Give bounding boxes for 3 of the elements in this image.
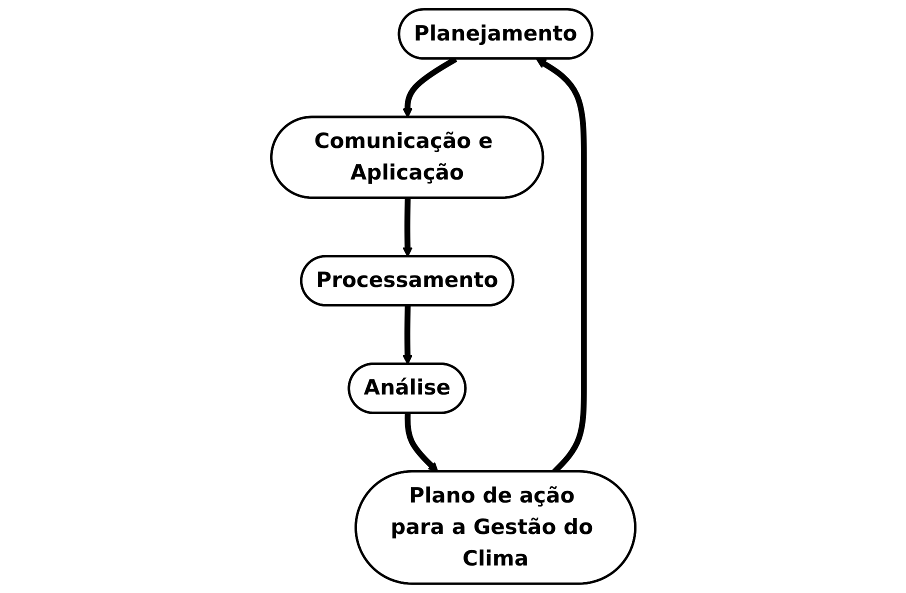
- arrow: [404, 413, 438, 472]
- arrow: [402, 198, 412, 258]
- arrow: [402, 306, 412, 365]
